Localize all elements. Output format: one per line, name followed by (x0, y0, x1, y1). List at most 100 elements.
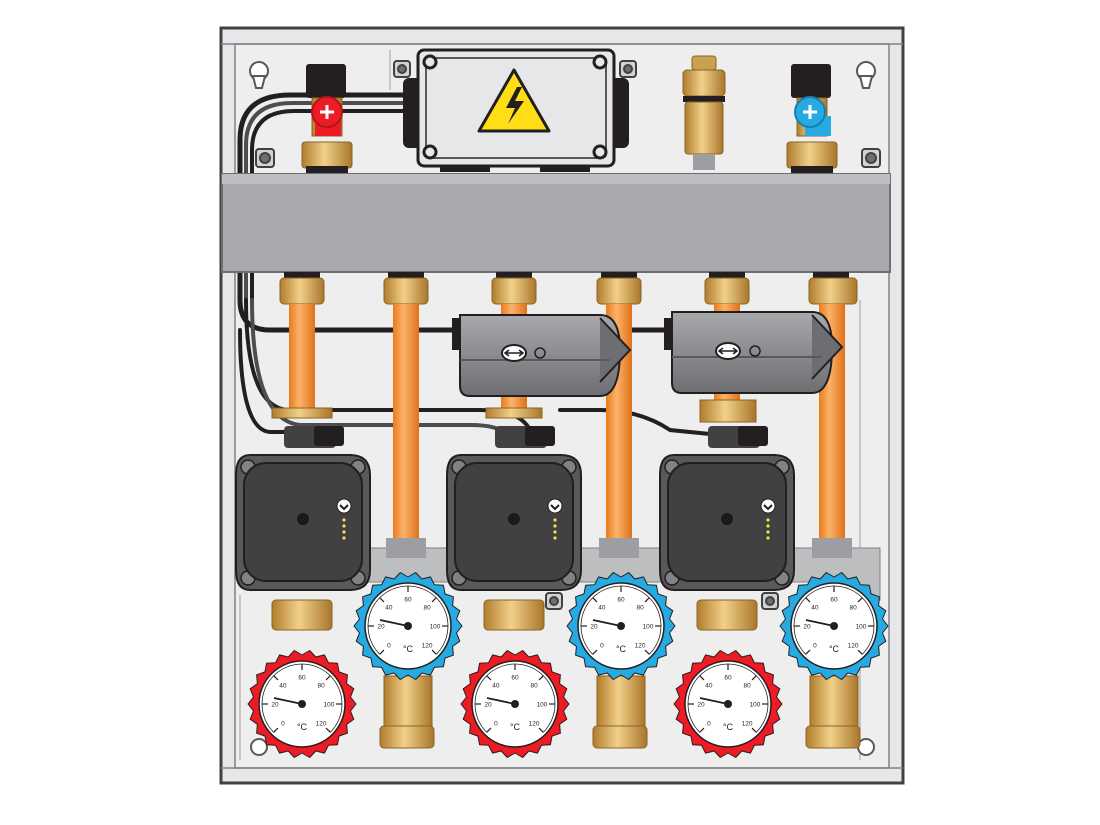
gauge-tick-label: 0 (387, 643, 391, 650)
gauge-tick-label: 0 (494, 721, 498, 728)
gauge-arc (261, 663, 343, 733)
gauge-tick (325, 727, 331, 733)
gauge-tick (805, 649, 811, 655)
gauge-tick-label: 80 (530, 682, 538, 689)
gauge-hub (298, 700, 306, 708)
gauge-hub (830, 622, 838, 630)
gauge-tick-label: 100 (750, 702, 761, 709)
gauge-tick-label: 20 (484, 702, 492, 709)
gauge-tick (431, 649, 437, 655)
gauge-needle (486, 697, 516, 705)
mounting-holes (249, 61, 876, 756)
gauge-tick (538, 675, 544, 681)
gauge-tick (751, 675, 757, 681)
gauge-tick-label: 60 (830, 597, 838, 604)
red-ball-valve (301, 64, 353, 174)
connector-plug (525, 426, 555, 446)
pump-shaft (508, 513, 520, 525)
gauge-tick-label: 80 (317, 682, 325, 689)
mixing-valve-motor (452, 314, 632, 397)
gauge-tick-label: 0 (281, 721, 285, 728)
gauge-tick-label: 40 (598, 604, 606, 611)
gauge-tick-label: 20 (590, 624, 598, 631)
status-led (342, 536, 346, 540)
gauge-tick-label: 60 (298, 675, 306, 682)
gauge-arc (687, 663, 769, 733)
status-led (766, 536, 770, 540)
gauge-tick (592, 597, 598, 603)
gauge-tick-label: 40 (705, 682, 713, 689)
gauge-tick-label: 120 (742, 721, 753, 728)
keyhole-icon (249, 61, 269, 89)
keyhole-icon (856, 61, 876, 89)
gauge-tick-label: 80 (636, 604, 644, 611)
status-led (766, 530, 770, 534)
gauge-tick-label: 60 (404, 597, 412, 604)
gauge-tick (379, 597, 385, 603)
keyhole-icon (250, 738, 268, 756)
gauge-needle (699, 697, 729, 705)
connector-plug (314, 426, 344, 446)
gauge-unit-label: °C (510, 722, 521, 732)
status-led (766, 518, 770, 522)
gauge-tick-label: 40 (279, 682, 287, 689)
gauge-tick-label: 80 (849, 604, 857, 611)
gauge-tick-label: 40 (492, 682, 500, 689)
lower-fittings (271, 538, 861, 749)
gauge-unit-label: °C (297, 722, 308, 732)
mixing-valve-motor (664, 311, 844, 394)
manifold-bar (221, 173, 891, 273)
thermometers-group: 0 20 40 60 80 100 120 °C 0 20 40 60 80 100 120 °C 0 20 40 6… (247, 572, 889, 758)
status-led (342, 524, 346, 528)
gauge-tick-label: 20 (377, 624, 385, 631)
air-vent (682, 55, 726, 170)
gauge-hub (724, 700, 732, 708)
gauge-tick (538, 727, 544, 733)
gauge-tick-label: 60 (617, 597, 625, 604)
status-led (766, 524, 770, 528)
gauge-tick-label: 40 (385, 604, 393, 611)
gauge-needle (379, 619, 409, 627)
gauge-tick-label: 120 (316, 721, 327, 728)
status-led (553, 536, 557, 540)
gauge-tick (699, 675, 705, 681)
gauge-tick-label: 120 (848, 643, 859, 650)
gauge-needle (273, 697, 303, 705)
chevron-down-icon[interactable] (336, 498, 352, 514)
gauge-tick-label: 100 (643, 624, 654, 631)
gauge-tick-label: 80 (423, 604, 431, 611)
status-led (553, 530, 557, 534)
gauge-tick-label: 80 (743, 682, 751, 689)
gauge-tick (486, 675, 492, 681)
gauge-hub (617, 622, 625, 630)
gauge-tick (325, 675, 331, 681)
gauge-tick-label: 20 (697, 702, 705, 709)
gauge-unit-label: °C (403, 644, 414, 654)
circulation-pump (235, 426, 371, 591)
gauge-tick-label: 40 (811, 604, 819, 611)
gauge-tick (857, 597, 863, 603)
gauge-arc (793, 585, 875, 655)
gauge-tick (273, 727, 279, 733)
gauge-tick (699, 727, 705, 733)
gauge-tick-label: 0 (707, 721, 711, 728)
gauge-tick-label: 0 (600, 643, 604, 650)
gauge-tick-label: 100 (537, 702, 548, 709)
gauge-tick (751, 727, 757, 733)
gauge-tick (486, 727, 492, 733)
chevron-down-icon[interactable] (760, 498, 776, 514)
chevron-down-icon[interactable] (547, 498, 563, 514)
gauge-needle (592, 619, 622, 627)
gauge-arc (474, 663, 556, 733)
gauge-tick-label: 0 (813, 643, 817, 650)
gauge-needle (805, 619, 835, 627)
gauge-tick (273, 675, 279, 681)
gauge-unit-label: °C (616, 644, 627, 654)
gauge-tick-label: 20 (271, 702, 279, 709)
